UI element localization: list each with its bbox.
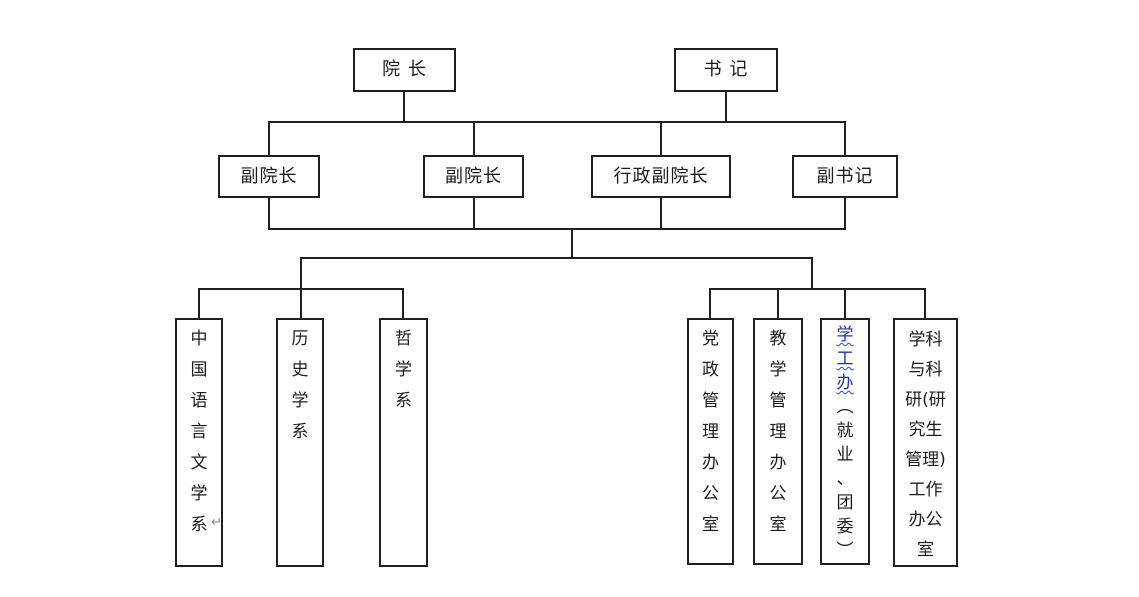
node-discipline-research-office-label: 学科 与科 研(研 究生 管理) 工作 办公 室: [905, 330, 946, 560]
connector-line: [924, 288, 926, 318]
connector-line: [725, 92, 727, 121]
node-admin-vice-dean[interactable]: 行政副院长: [591, 155, 731, 198]
connector-line: [300, 257, 813, 259]
connector-line: [268, 121, 846, 123]
connector-line: [709, 288, 711, 318]
connector-line: [268, 198, 270, 228]
connector-line: [571, 228, 573, 257]
node-dean-label: 院 长: [382, 59, 427, 80]
node-teaching-office-label: 教 学 管 理 办 公 室: [769, 329, 787, 535]
node-dean[interactable]: 院 长: [353, 48, 456, 92]
node-history-dept[interactable]: 历 史 学 系: [276, 318, 324, 567]
connector-line: [300, 257, 302, 288]
node-secretary-label: 书 记: [703, 59, 749, 80]
node-chinese-language-dept[interactable]: 中 国 语 言 文 学 系 ↵: [175, 318, 223, 567]
connector-line: [402, 288, 404, 318]
node-student-work-office-label: ︵ 就 业 、 团 委 ︶: [836, 397, 854, 561]
connector-line: [268, 121, 270, 155]
node-party-admin-office[interactable]: 党 政 管 理 办 公 室: [687, 318, 734, 565]
node-deputy-secretary-label: 副书记: [816, 165, 874, 187]
node-teaching-office[interactable]: 教 学 管 理 办 公 室: [753, 318, 803, 565]
node-chinese-language-dept-label: 中 国 语 言 文 学 系: [190, 329, 208, 535]
connector-line: [844, 198, 846, 228]
node-student-work-office[interactable]: 学 工 办 ︵ 就 业 、 团 委 ︶: [820, 318, 870, 565]
connector-line: [473, 198, 475, 228]
node-secretary[interactable]: 书 记: [674, 48, 778, 92]
connector-line: [403, 92, 405, 121]
node-admin-vice-dean-label: 行政副院长: [613, 165, 709, 187]
connector-line: [660, 198, 662, 228]
node-discipline-research-office[interactable]: 学科 与科 研(研 究生 管理) 工作 办公 室: [893, 318, 958, 567]
paragraph-return-mark: ↵: [211, 515, 222, 530]
connector-line: [198, 288, 200, 318]
node-deputy-secretary[interactable]: 副书记: [792, 155, 898, 198]
connector-line: [268, 228, 846, 230]
connector-line: [473, 121, 475, 155]
node-vice-dean-2-label: 副院长: [445, 165, 502, 187]
connector-line: [844, 121, 846, 155]
connector-line: [660, 121, 662, 155]
connector-line: [300, 288, 302, 318]
connector-line: [844, 288, 846, 318]
connector-line: [811, 257, 813, 288]
node-party-admin-office-label: 党 政 管 理 办 公 室: [702, 329, 719, 535]
connector-line: [777, 288, 779, 318]
node-vice-dean-1[interactable]: 副院长: [218, 155, 320, 198]
node-philosophy-dept-label: 哲 学 系: [395, 329, 412, 411]
connector-line: [709, 288, 926, 290]
student-work-link-text[interactable]: 学 工 办: [836, 325, 854, 393]
node-vice-dean-2[interactable]: 副院长: [423, 155, 524, 198]
node-vice-dean-1-label: 副院长: [240, 165, 298, 187]
node-philosophy-dept[interactable]: 哲 学 系: [379, 318, 428, 567]
node-history-dept-label: 历 史 学 系: [291, 329, 309, 442]
